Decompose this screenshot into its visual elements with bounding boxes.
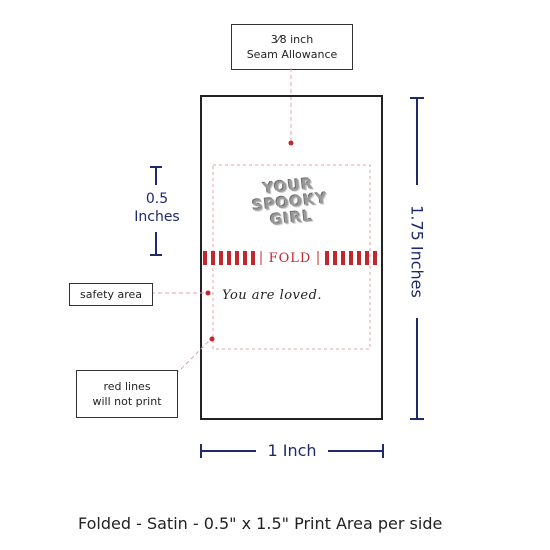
red-lines-line2: will not print [92,395,162,408]
fold-label-wrap: FOLD [262,249,318,267]
safety-leader-dot [205,290,211,296]
half-inch-label: 0.5 Inches [127,190,187,226]
red-lines-leader [175,339,211,375]
fold-stripes-left [203,251,255,265]
label-outline [200,95,383,420]
footer-caption: Folded - Satin - 0.5" x 1.5" Print Area … [78,514,443,533]
red-lines-line1: red lines [103,380,151,393]
fold-label: FOLD [262,251,318,266]
safety-area-callout: safety area [69,283,153,306]
tall-dimension-label: 1.75 Inches [407,205,427,298]
half-inch-line2: Inches [134,209,180,225]
seam-leader-dot [288,140,294,146]
safety-area-text: safety area [80,288,142,301]
script-message: You are loved. [222,288,323,303]
width-dimension-label: 1 Inch [267,441,317,460]
half-inch-line1: 0.5 [145,191,169,207]
seam-allowance-line2: Seam Allowance [246,48,338,61]
seam-allowance-callout: 3⁄8 inch Seam Allowance [231,24,353,70]
red-lines-leader-dot [209,336,215,342]
red-lines-callout: red lines will not print [76,370,178,418]
fold-stripes-right [325,251,377,265]
seam-allowance-line1: 3⁄8 inch [270,33,314,46]
